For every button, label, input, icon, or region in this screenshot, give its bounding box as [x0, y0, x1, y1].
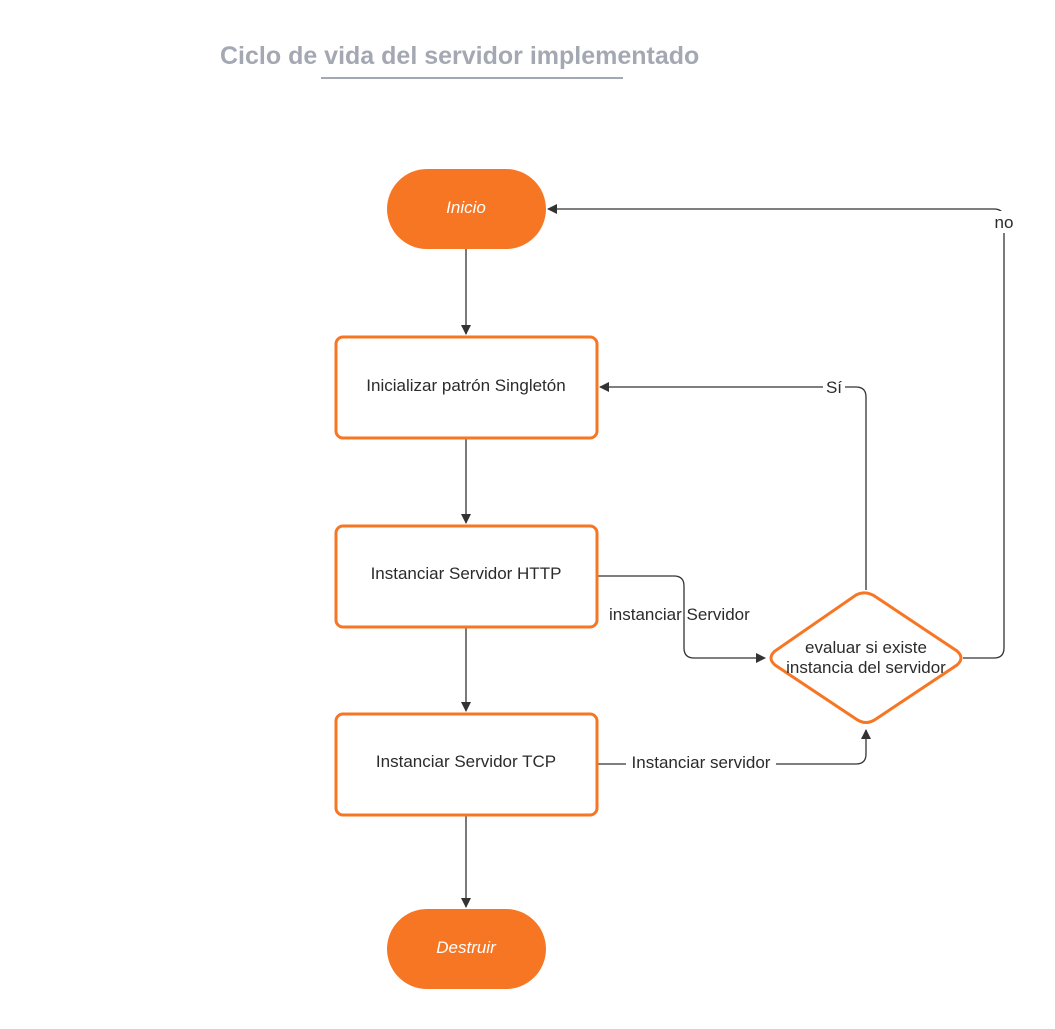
node-end: Destruir	[387, 909, 546, 989]
tcp-label: Instanciar Servidor TCP	[376, 752, 556, 771]
edge-label-http: instanciar Servidor	[609, 605, 750, 624]
tcp-process-shape	[334, 712, 599, 817]
edge-decision-yes	[599, 382, 867, 590]
edge-label-yes: Sí	[826, 378, 842, 397]
edge-label-no: no	[995, 213, 1014, 232]
end-terminal-shape	[387, 909, 546, 989]
start-terminal-shape	[387, 169, 546, 249]
diagram-title: Ciclo de vida del servidor implementado	[220, 42, 700, 70]
label-bg-yes	[823, 376, 845, 398]
singleton-label: Inicializar patrón Singletón	[366, 376, 565, 395]
http-process-shape	[334, 524, 599, 629]
http-label: Instanciar Servidor HTTP	[371, 564, 562, 583]
label-bg-tcp	[626, 752, 776, 774]
start-label: Inicio	[446, 198, 486, 217]
node-decision: evaluar si existe instancia del servidor	[769, 591, 963, 724]
decision-label-line2: instancia del servidor	[786, 658, 946, 677]
end-label: Destruir	[436, 938, 497, 957]
edge-tcp-to-decision	[597, 729, 871, 765]
node-start: Inicio	[387, 169, 546, 249]
label-bg-no	[991, 211, 1017, 233]
title-underline	[321, 77, 623, 79]
decision-label-line1: evaluar si existe	[805, 638, 927, 657]
edge-http-to-decision	[597, 575, 766, 663]
decision-diamond-shape	[769, 591, 963, 724]
node-tcp: Instanciar Servidor TCP	[334, 712, 599, 817]
edge-label-tcp: Instanciar servidor	[632, 753, 771, 772]
edge-decision-no	[547, 204, 1005, 659]
node-http: Instanciar Servidor HTTP	[334, 524, 599, 629]
singleton-process-shape	[334, 335, 599, 440]
node-singleton: Inicializar patrón Singletón	[334, 335, 599, 440]
